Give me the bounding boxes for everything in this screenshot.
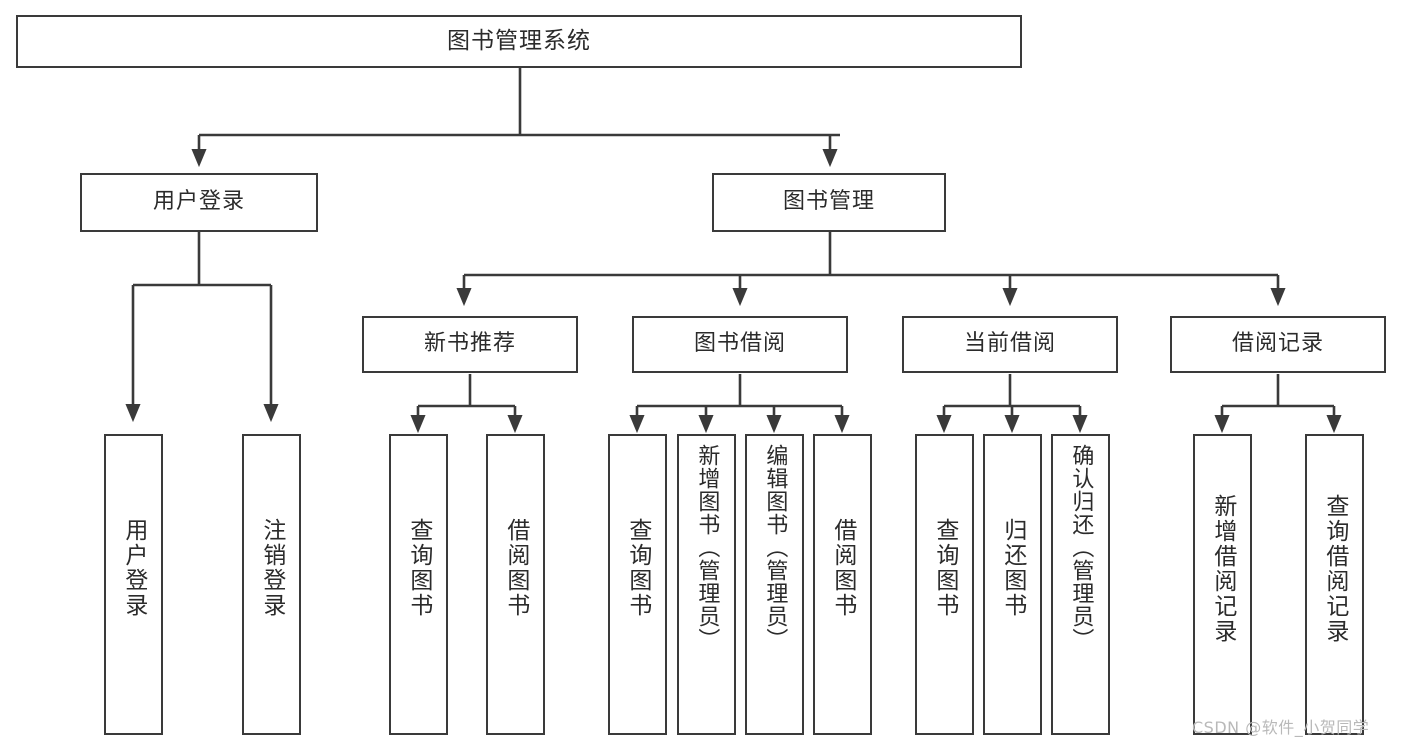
leaf-user-login-label: 用户登录 xyxy=(120,518,147,618)
node-current-borrow-label: 当前借阅 xyxy=(963,331,1056,357)
leaf-edit-book-label: 编辑图书（管理员） xyxy=(762,444,788,651)
leaf-return-book[interactable]: 归还图书 xyxy=(983,434,1042,735)
node-book-manage-label: 图书管理 xyxy=(782,189,875,215)
leaf-add-book[interactable]: 新增图书（管理员） xyxy=(677,434,736,735)
leaf-query-record[interactable]: 查询借阅记录 xyxy=(1305,434,1364,735)
leaf-user-login[interactable]: 用户登录 xyxy=(104,434,163,735)
leaf-borrow-book-1-label: 借阅图书 xyxy=(502,518,529,618)
node-book-manage[interactable]: 图书管理 xyxy=(712,173,946,232)
node-current-borrow[interactable]: 当前借阅 xyxy=(902,316,1118,373)
leaf-borrow-book-1[interactable]: 借阅图书 xyxy=(486,434,545,735)
leaf-add-record-label: 新增借阅记录 xyxy=(1209,494,1236,644)
node-book-borrow-label: 图书借阅 xyxy=(693,331,786,357)
leaf-query-record-label: 查询借阅记录 xyxy=(1321,494,1348,644)
leaf-add-record[interactable]: 新增借阅记录 xyxy=(1193,434,1252,735)
leaf-borrow-book-2-label: 借阅图书 xyxy=(829,518,856,618)
node-root-label: 图书管理系统 xyxy=(447,27,591,54)
leaf-query-book-3-label: 查询图书 xyxy=(931,518,958,618)
node-new-book-rec-label: 新书推荐 xyxy=(423,331,516,357)
leaf-confirm-return-label: 确认归还（管理员） xyxy=(1068,444,1094,651)
csdn-watermark: CSDN @软件_小贺同学 xyxy=(1192,718,1370,737)
node-new-book-rec[interactable]: 新书推荐 xyxy=(362,316,578,373)
leaf-edit-book[interactable]: 编辑图书（管理员） xyxy=(745,434,804,735)
node-user-login[interactable]: 用户登录 xyxy=(80,173,318,232)
leaf-user-logout-label: 注销登录 xyxy=(258,518,285,618)
leaf-add-book-label: 新增图书（管理员） xyxy=(694,444,720,651)
leaf-query-book-1[interactable]: 查询图书 xyxy=(389,434,448,735)
leaf-borrow-book-2[interactable]: 借阅图书 xyxy=(813,434,872,735)
leaf-return-book-label: 归还图书 xyxy=(999,518,1026,618)
leaf-query-book-1-label: 查询图书 xyxy=(405,518,432,618)
node-borrow-record[interactable]: 借阅记录 xyxy=(1170,316,1386,373)
leaf-query-book-3[interactable]: 查询图书 xyxy=(915,434,974,735)
node-borrow-record-label: 借阅记录 xyxy=(1231,331,1324,357)
node-root[interactable]: 图书管理系统 xyxy=(16,15,1022,68)
node-book-borrow[interactable]: 图书借阅 xyxy=(632,316,848,373)
node-user-login-label: 用户登录 xyxy=(152,189,245,215)
leaf-user-logout[interactable]: 注销登录 xyxy=(242,434,301,735)
leaf-confirm-return[interactable]: 确认归还（管理员） xyxy=(1051,434,1110,735)
leaf-query-book-2-label: 查询图书 xyxy=(624,518,651,618)
leaf-query-book-2[interactable]: 查询图书 xyxy=(608,434,667,735)
